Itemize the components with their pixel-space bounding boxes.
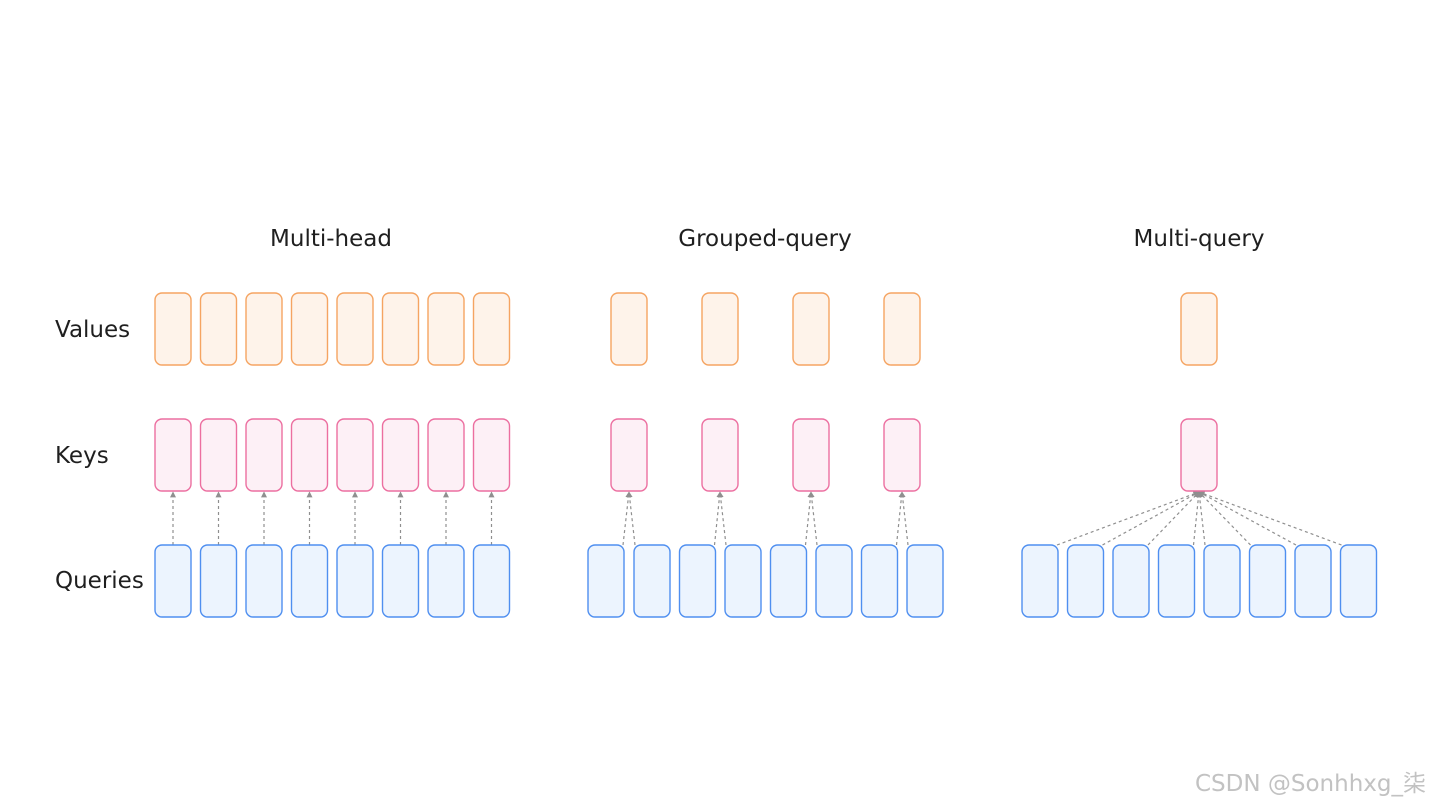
multi-head-key-head-7 (427, 418, 465, 492)
multi-head-key-head-4 (290, 418, 329, 492)
grouped-query-connector-7 (895, 491, 905, 546)
multi-head-key-head-1 (154, 418, 192, 492)
grouped-query-value-head-3 (792, 292, 830, 366)
grouped-query-query-head-7 (860, 544, 899, 618)
grouped-query-key-head-2 (701, 418, 739, 492)
multi-query-connector-3 (1147, 491, 1200, 546)
grouped-query-key-head-4 (883, 418, 921, 492)
grouped-query-query-head-1 (587, 544, 625, 618)
multi-head-key-head-3 (245, 418, 283, 492)
multi-head-value-head-7 (427, 292, 465, 366)
multi-head-query-head-2 (199, 544, 238, 618)
multi-query-connector-6 (1198, 491, 1251, 546)
grouped-query-query-head-5 (769, 544, 808, 618)
row-label-values: Values (55, 317, 131, 343)
multi-query-connector-7 (1198, 491, 1297, 546)
multi-head-value-head-8 (472, 292, 511, 366)
multi-query-query-head-4 (1157, 544, 1196, 618)
multi-query-query-head-2 (1066, 544, 1105, 618)
multi-head-value-head-5 (336, 292, 374, 366)
grouped-query-connector-2 (626, 491, 636, 546)
grouped-query-connector-8 (899, 491, 909, 546)
multi-head-key-head-2 (199, 418, 238, 492)
grouped-query-connector-6 (808, 491, 818, 546)
multi-query-key-head-1 (1180, 418, 1218, 492)
grouped-query-query-head-8 (906, 544, 944, 618)
multi-head-key-head-6 (381, 418, 420, 492)
multi-head-key-head-5 (336, 418, 374, 492)
multi-head-query-head-8 (472, 544, 511, 618)
multi-query-query-head-1 (1021, 544, 1059, 618)
multi-head-value-head-2 (199, 292, 238, 366)
multi-head-query-head-3 (245, 544, 283, 618)
multi-query-query-head-7 (1294, 544, 1332, 618)
multi-head-query-head-5 (336, 544, 374, 618)
grouped-query-key-head-1 (610, 418, 648, 492)
panel-title-grouped-query: Grouped-query (678, 226, 852, 252)
multi-head-query-head-4 (290, 544, 329, 618)
multi-query-query-head-6 (1248, 544, 1287, 618)
multi-query-query-head-5 (1203, 544, 1241, 618)
multi-query-connector-1 (1056, 491, 1200, 546)
multi-query-connector-5 (1196, 491, 1206, 546)
multi-query-connector-8 (1198, 491, 1342, 546)
row-label-keys: Keys (55, 443, 109, 469)
multi-head-value-head-1 (154, 292, 192, 366)
multi-query-connector-4 (1192, 491, 1202, 546)
grouped-query-connector-3 (713, 491, 723, 546)
watermark: CSDN @Sonhhxg_柒 (1195, 771, 1426, 797)
grouped-query-connector-4 (717, 491, 727, 546)
multi-head-value-head-4 (290, 292, 329, 366)
grouped-query-value-head-2 (701, 292, 739, 366)
row-label-queries: Queries (55, 568, 144, 594)
multi-query-value-head-1 (1180, 292, 1218, 366)
multi-head-query-head-6 (381, 544, 420, 618)
multi-head-query-head-1 (154, 544, 192, 618)
grouped-query-query-head-4 (724, 544, 762, 618)
grouped-query-value-head-4 (883, 292, 921, 366)
panel-title-multi-query: Multi-query (1133, 226, 1265, 252)
multi-query-query-head-8 (1339, 544, 1378, 618)
multi-query-query-head-3 (1112, 544, 1150, 618)
grouped-query-value-head-1 (610, 292, 648, 366)
grouped-query-connector-5 (804, 491, 814, 546)
multi-head-value-head-6 (381, 292, 420, 366)
grouped-query-key-head-3 (792, 418, 830, 492)
panel-title-multi-head: Multi-head (270, 226, 392, 252)
grouped-query-query-head-2 (633, 544, 671, 618)
multi-query-connector-2 (1102, 491, 1200, 546)
grouped-query-connector-1 (622, 491, 632, 546)
multi-head-key-head-8 (472, 418, 511, 492)
multi-head-value-head-3 (245, 292, 283, 366)
grouped-query-query-head-6 (815, 544, 853, 618)
grouped-query-query-head-3 (678, 544, 717, 618)
multi-head-query-head-7 (427, 544, 465, 618)
